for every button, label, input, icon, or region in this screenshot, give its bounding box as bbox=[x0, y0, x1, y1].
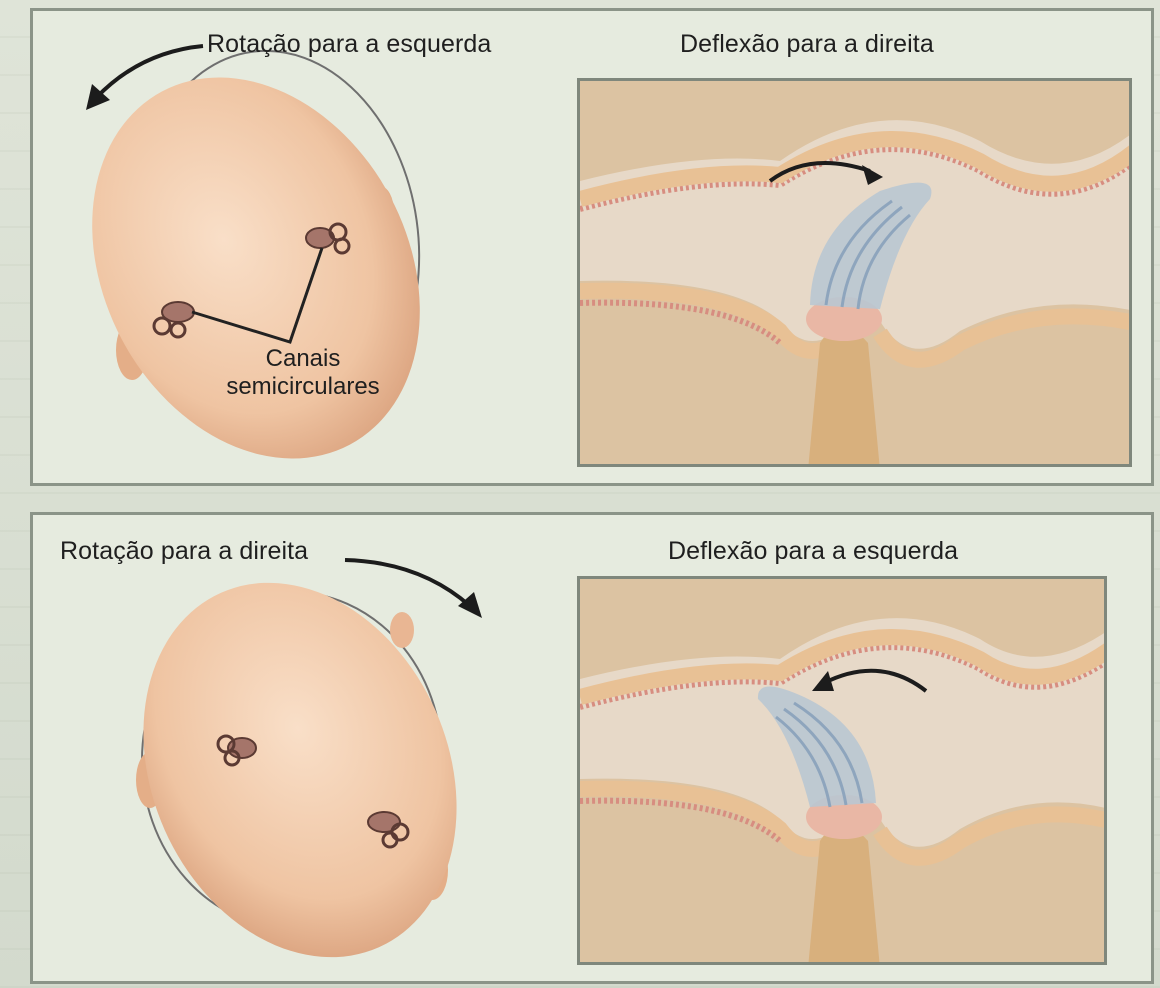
cupula-left-illustration bbox=[580, 579, 1107, 965]
nose-2 bbox=[390, 612, 414, 648]
rotation-right-arrowhead bbox=[458, 592, 482, 618]
cupula-left-frame bbox=[577, 576, 1107, 965]
rotation-right-arrow bbox=[345, 560, 470, 606]
head-rotated-2 bbox=[86, 533, 514, 988]
rotation-right-label: Rotação para a direita bbox=[60, 537, 308, 566]
deflection-left-label: Deflexão para a esquerda bbox=[668, 537, 958, 566]
